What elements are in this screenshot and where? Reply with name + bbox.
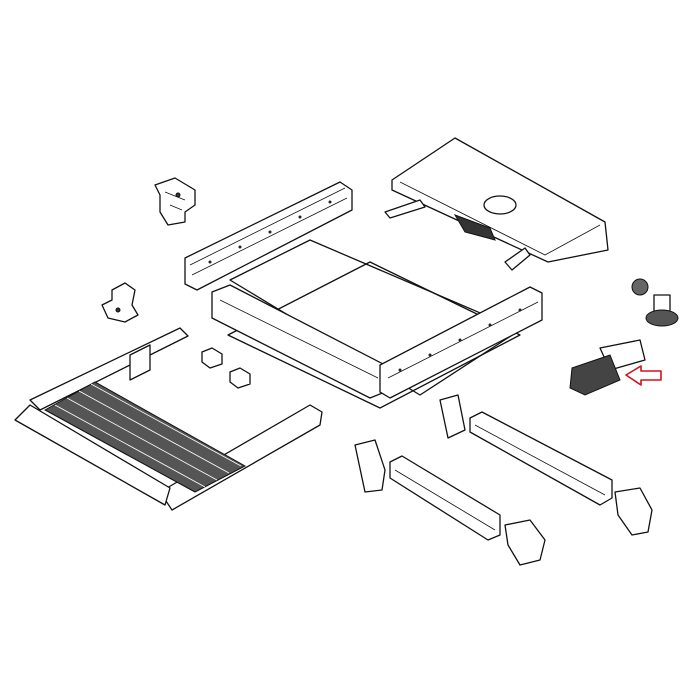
rail-back (184, 181, 353, 291)
highlight-arrow-icon (625, 365, 662, 386)
cover-rail-right (439, 394, 653, 536)
motor-gear-unit (569, 339, 646, 396)
side-bracket (101, 282, 139, 323)
step-platform (14, 327, 323, 511)
drive-plate (384, 137, 609, 271)
cover-rail-left (354, 439, 546, 566)
gears (631, 278, 679, 327)
upper-bracket (154, 177, 196, 226)
frame-front (211, 284, 543, 399)
clips (201, 347, 251, 389)
